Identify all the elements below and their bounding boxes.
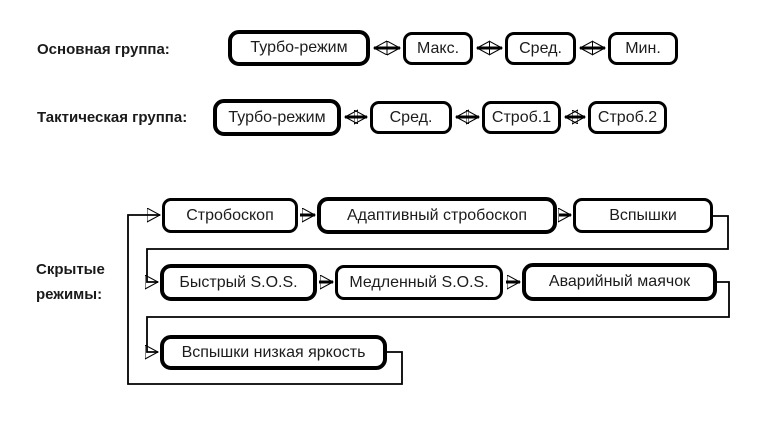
- mode-box-tactical-turbo: Турбо-режим: [213, 99, 341, 136]
- mode-box-main-max: Макс.: [403, 32, 473, 65]
- mode-box-main-turbo: Турбо-режим: [228, 30, 370, 66]
- mode-box-main-med: Сред.: [505, 32, 576, 65]
- mode-box-hidden-fast-sos: Быстрый S.O.S.: [160, 264, 317, 301]
- main-group-label: Основная группа:: [37, 41, 170, 58]
- mode-box-hidden-emergency-beacon: Аварийный маячок: [522, 263, 717, 301]
- mode-box-tactical-strobe2: Строб.2: [588, 101, 667, 134]
- mode-box-hidden-low-flashes: Вспышки низкая яркость: [160, 335, 387, 370]
- tactical-group-label: Тактическая группа:: [37, 109, 188, 126]
- mode-box-main-min: Мин.: [608, 32, 678, 65]
- mode-box-tactical-med: Сред.: [370, 101, 452, 134]
- hidden-group-label: Скрытые режимы:: [36, 257, 105, 307]
- mode-box-hidden-strobe: Стробоскоп: [162, 198, 298, 233]
- hidden-group-label-line2: режимы:: [36, 286, 103, 303]
- mode-box-hidden-adaptive-strobe: Адаптивный стробоскоп: [317, 197, 557, 234]
- mode-box-hidden-flashes: Вспышки: [573, 198, 713, 233]
- mode-box-tactical-strobe1: Строб.1: [482, 101, 561, 134]
- hidden-group-label-line1: Скрытые: [36, 261, 105, 278]
- mode-box-hidden-slow-sos: Медленный S.O.S.: [335, 265, 503, 300]
